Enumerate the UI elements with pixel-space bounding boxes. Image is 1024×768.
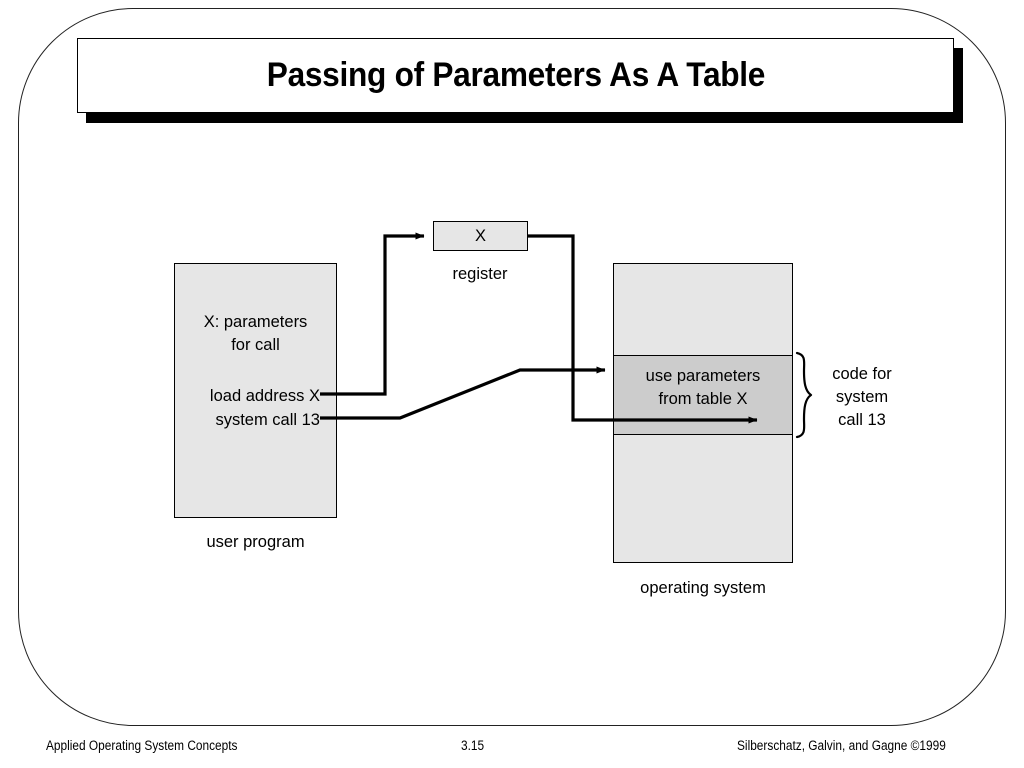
footer-copyright: Silberschatz, Galvin, and Gagne ©1999 bbox=[737, 738, 946, 753]
band-line-2: from table X bbox=[658, 390, 748, 408]
use-parameters-text: use parameters from table X bbox=[613, 365, 793, 411]
register-box: X bbox=[433, 221, 528, 251]
page-title: Passing of Parameters As A Table bbox=[266, 56, 765, 94]
band-line-1: use parameters bbox=[645, 367, 761, 385]
title-box: Passing of Parameters As A Table bbox=[77, 38, 954, 113]
register-label: register bbox=[452, 265, 508, 283]
slide-border bbox=[18, 8, 1006, 726]
footer-slide-number: 3.15 bbox=[461, 738, 485, 753]
user-program-label: user program bbox=[206, 533, 305, 551]
system-call-instruction: system call 13 bbox=[215, 411, 320, 429]
brace-label-line-3: call 13 bbox=[838, 411, 886, 429]
footer-book-title: Applied Operating System Concepts bbox=[46, 738, 238, 753]
brace-label-line-2: system bbox=[835, 388, 889, 406]
code-for-system-call-label: code for system call 13 bbox=[812, 363, 912, 432]
brace-label-line-1: code for bbox=[832, 365, 892, 383]
load-address-instruction: load address X bbox=[209, 387, 320, 405]
operating-system-label: operating system bbox=[640, 579, 766, 597]
user-program-box bbox=[174, 263, 337, 518]
params-line-2: for call bbox=[231, 336, 280, 354]
params-line-1: X: parameters bbox=[203, 313, 308, 331]
user-program-parameters-text: X: parameters for call bbox=[174, 311, 337, 357]
register-value: X bbox=[474, 226, 486, 245]
